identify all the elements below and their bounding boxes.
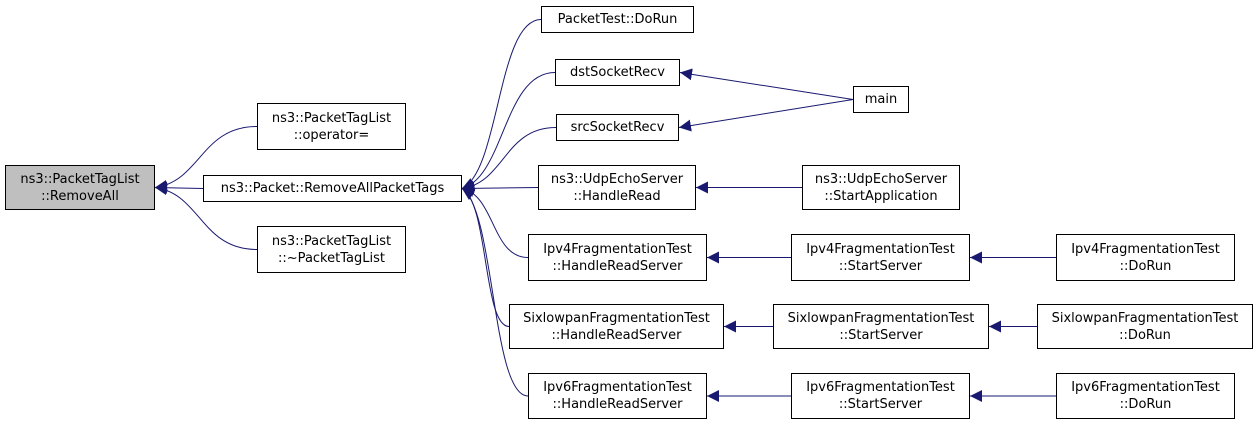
node-udpechoserver-startapplication[interactable]: ns3::UdpEchoServer::StartApplication <box>802 165 960 210</box>
node-ipv4fragmentationtest-handlereadserver[interactable]: Ipv4FragmentationTest::HandleReadServer <box>528 234 707 281</box>
node-label-line: ns3::Packet::RemoveAllPacketTags <box>220 181 445 196</box>
node-ipv4fragmentationtest-dorun[interactable]: Ipv4FragmentationTest::DoRun <box>1056 234 1235 281</box>
node-label-line: ::~PacketTagList <box>278 250 385 266</box>
node-label-line: ::DoRun <box>1119 397 1172 412</box>
node-label-line: ::HandleReadServer <box>551 327 682 343</box>
node-label-line: ::StartServer <box>838 258 923 274</box>
node-packettaglist-operator-assign[interactable]: ns3::PacketTagList::operator= <box>257 103 406 150</box>
node-label-line: srcSocketRecv <box>570 120 665 135</box>
node-label-line: ::HandleReadServer <box>552 258 683 274</box>
node-label-line: Ipv6FragmentationTest <box>1071 380 1220 395</box>
node-packet-removeallpackettags[interactable]: ns3::Packet::RemoveAllPacketTags <box>203 175 462 202</box>
node-label-line: ::RemoveAll <box>41 188 119 204</box>
node-packettest-dorun[interactable]: PacketTest::DoRun <box>541 6 694 33</box>
node-label-line: ns3::PacketTagList <box>271 233 392 249</box>
node-label-line: PacketTest::DoRun <box>557 12 678 27</box>
node-label-line: ::HandleRead <box>573 188 661 204</box>
node-label-line: ns3::UdpEchoServer <box>550 171 684 187</box>
node-label-line: Ipv6FragmentationTest <box>806 380 955 395</box>
node-label-line: ::HandleReadServer <box>552 397 683 412</box>
node-label-line: ::operator= <box>293 127 370 143</box>
node-label-line: Ipv4FragmentationTest <box>1071 241 1220 257</box>
node-label-line: ns3::UdpEchoServer <box>814 171 948 187</box>
node-label-line: ns3::PacketTagList <box>20 171 140 187</box>
node-label-line: Ipv6FragmentationTest <box>543 380 692 395</box>
node-label-line: ::StartServer <box>839 327 923 343</box>
node-sixlowpanfragmentationtest-handlereadserver[interactable]: SixlowpanFragmentationTest::HandleReadSe… <box>509 304 724 349</box>
node-label-line: ::StartServer <box>838 397 923 412</box>
node-sixlowpanfragmentationtest-dorun[interactable]: SixlowpanFragmentationTest::DoRun <box>1037 304 1253 349</box>
node-packettaglist-destructor[interactable]: ns3::PacketTagList::~PacketTagList <box>257 226 406 273</box>
edge-dst_socket_recv-to-remove_all_packet_tags <box>461 72 556 192</box>
node-label-line: dstSocketRecv <box>570 65 665 80</box>
edge-ipv6_handle_read-to-remove_all_packet_tags <box>461 188 529 397</box>
node-label-line: ::StartApplication <box>824 188 938 204</box>
node-label-line: ::DoRun <box>1119 258 1172 274</box>
node-sixlowpanfragmentationtest-startserver[interactable]: SixlowpanFragmentationTest::StartServer <box>773 304 989 349</box>
node-label-line: SixlowpanFragmentationTest <box>523 310 710 326</box>
edge-destructor-to-remove_all <box>154 183 258 250</box>
node-label-line: Ipv4FragmentationTest <box>806 241 955 257</box>
edge-main-to-dst_socket_recv <box>679 68 854 100</box>
node-label-line: main <box>864 92 898 107</box>
node-packettaglist-removeall: ns3::PacketTagList::RemoveAll <box>5 165 155 210</box>
node-label-line: SixlowpanFragmentationTest <box>787 310 975 326</box>
edge-src_socket_recv-to-remove_all_packet_tags <box>461 127 557 193</box>
node-srcsocketrecv[interactable]: srcSocketRecv <box>556 114 679 141</box>
node-ipv4fragmentationtest-startserver[interactable]: Ipv4FragmentationTest::StartServer <box>791 234 970 281</box>
edge-ipv4_handle_read-to-remove_all_packet_tags <box>461 185 529 258</box>
edge-main-to-src_socket_recv <box>678 99 854 132</box>
edge-udp_echo_handle_read-to-remove_all_packet_tags <box>461 182 539 195</box>
node-label-line: SixlowpanFragmentationTest <box>1051 310 1239 326</box>
edge-packet_test_dorun-to-remove_all_packet_tags <box>461 19 542 190</box>
node-ipv6fragmentationtest-dorun[interactable]: Ipv6FragmentationTest::DoRun <box>1056 373 1235 419</box>
node-dstsocketrecv[interactable]: dstSocketRecv <box>555 59 680 86</box>
node-label-line: ::DoRun <box>1119 327 1171 343</box>
edge-remove_all_packet_tags-to-remove_all <box>154 181 204 194</box>
node-label-line: ns3::PacketTagList <box>271 110 392 126</box>
node-main[interactable]: main <box>853 86 909 113</box>
node-ipv6fragmentationtest-startserver[interactable]: Ipv6FragmentationTest::StartServer <box>791 373 970 419</box>
node-label-line: Ipv4FragmentationTest <box>543 241 692 257</box>
node-udpechoserver-handleread[interactable]: ns3::UdpEchoServer::HandleRead <box>538 165 696 210</box>
node-ipv6fragmentationtest-handlereadserver[interactable]: Ipv6FragmentationTest::HandleReadServer <box>528 373 707 419</box>
edge-operator_assign-to-remove_all <box>154 126 258 192</box>
